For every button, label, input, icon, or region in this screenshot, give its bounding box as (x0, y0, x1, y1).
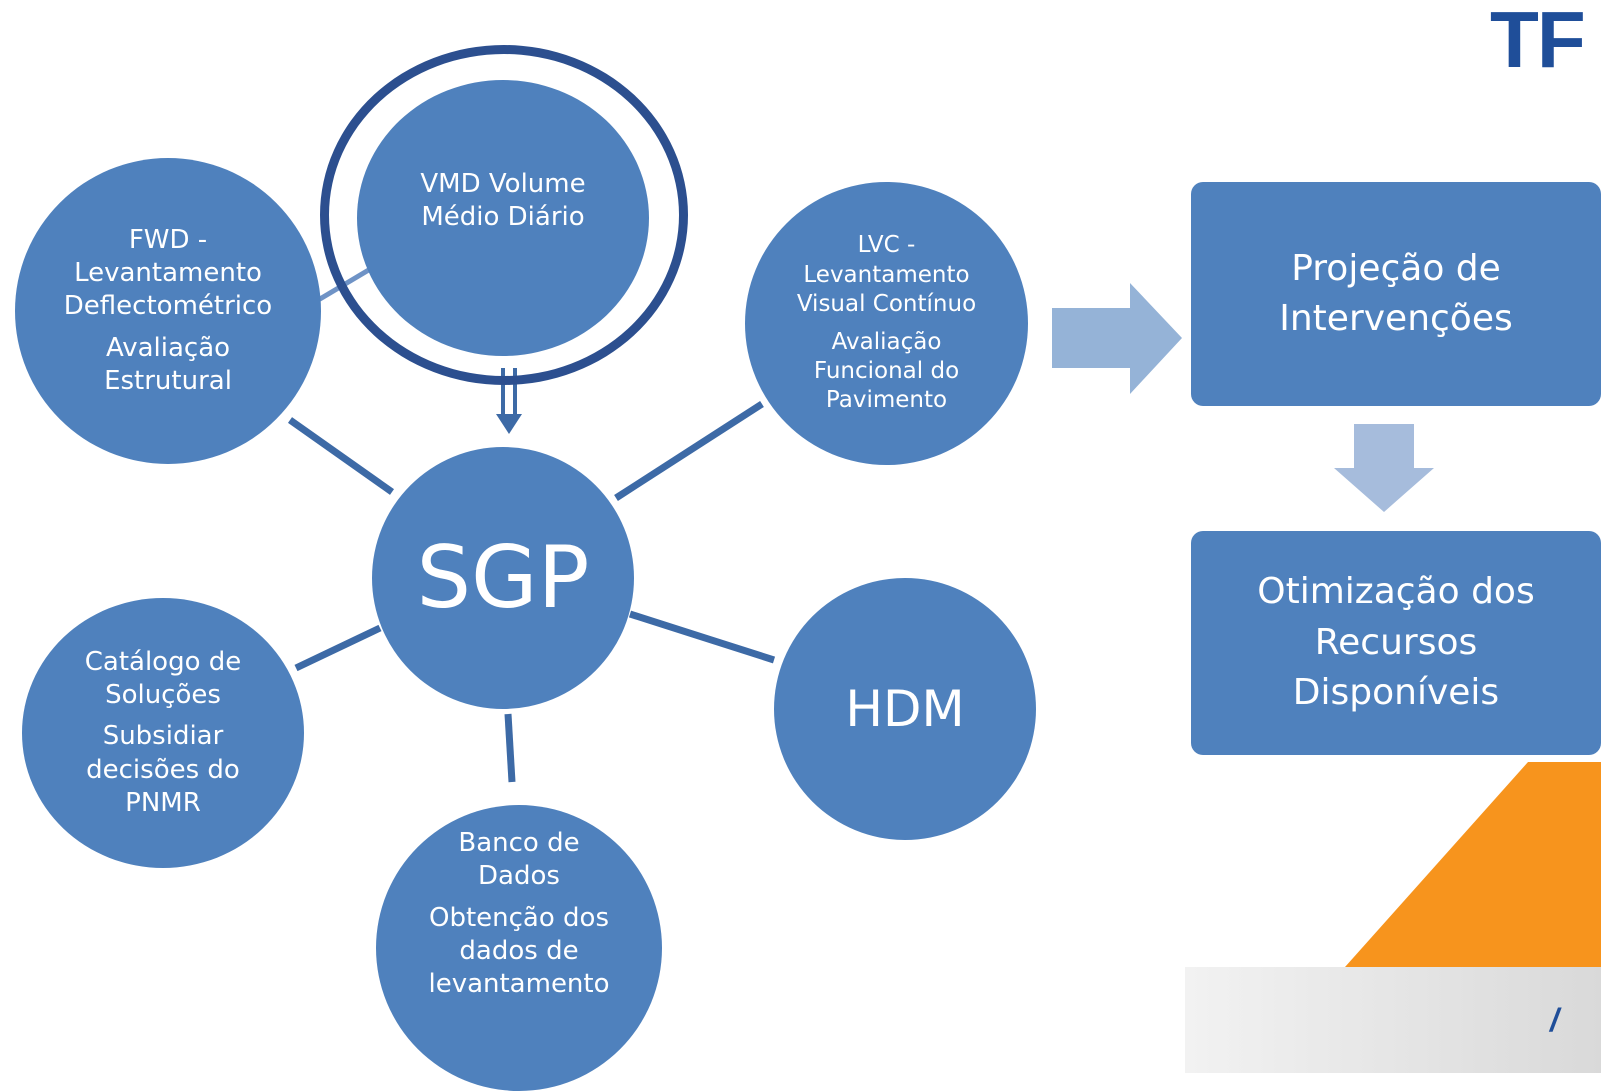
vmd-highlight-ring (320, 45, 688, 385)
node-lvc-desc: Avaliação Funcional do Pavimento (813, 328, 960, 414)
node-hdm: HDM (774, 578, 1036, 840)
node-sgp: SGP (372, 447, 634, 709)
down-arrow (1334, 424, 1434, 512)
node-catalogo-name: Catálogo de Soluções (84, 646, 242, 711)
node-lvc-name: LVC - Levantamento Visual Contínuo (796, 232, 977, 318)
process-projecao-label: Projeção de Intervenções (1279, 247, 1513, 339)
process-box-projecao: Projeção de Intervenções (1191, 182, 1601, 406)
connector-sgp-lvc (614, 401, 764, 501)
node-vmd-label: VMD Volume Médio Diário (420, 169, 586, 233)
process-otimizacao-label: Otimização dos Recursos Disponíveis (1257, 571, 1535, 714)
page-title-fragment: TF (1490, 0, 1586, 84)
node-banco-name: Banco de Dados (458, 828, 580, 892)
connector-sgp-fwd (287, 417, 395, 495)
node-lvc: LVC - Levantamento Visual Contínuo Avali… (745, 182, 1028, 465)
process-box-otimizacao: Otimização dos Recursos Disponíveis (1191, 531, 1601, 755)
node-catalogo: Catálogo de Soluções Subsidiar decisões … (22, 598, 304, 868)
node-sgp-label: SGP (416, 527, 590, 628)
node-vmd: VMD Volume Médio Diário (357, 80, 649, 356)
node-catalogo-desc: Subsidiar decisões do PNMR (86, 721, 240, 818)
node-fwd-name: FWD - Levantamento Deflectométrico (63, 224, 273, 322)
logo-mark: / (1550, 1002, 1559, 1038)
node-fwd: FWD - Levantamento Deflectométrico Avali… (15, 158, 321, 464)
connector-sgp-catalogo (294, 624, 382, 672)
node-fwd-desc: Avaliação Estrutural (104, 332, 232, 396)
orange-accent-shape (1345, 762, 1601, 967)
node-banco-dados: Banco de Dados Obtenção dos dados de lev… (376, 805, 662, 1091)
right-arrow (1052, 283, 1182, 394)
connector-sgp-hdm (628, 610, 776, 664)
connector-sgp-banco (504, 713, 516, 783)
logo-strip (1185, 967, 1601, 1073)
node-hdm-label: HDM (845, 680, 965, 738)
node-banco-desc: Obtenção dos dados de levantamento (428, 902, 610, 1000)
